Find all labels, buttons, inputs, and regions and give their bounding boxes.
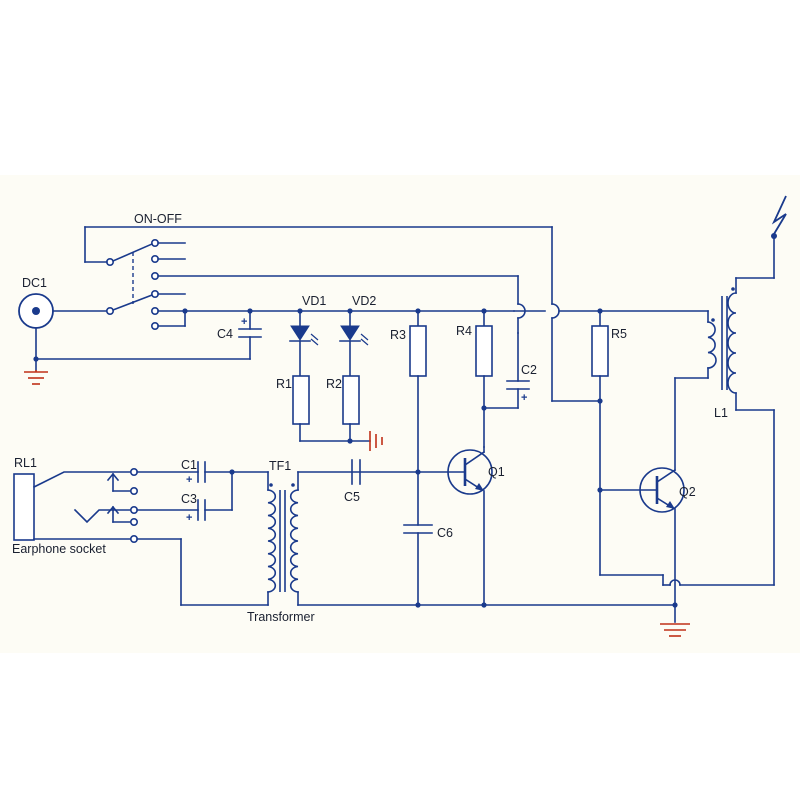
junction-dot: [182, 308, 188, 314]
label-c1: C1: [181, 458, 197, 472]
ground-symbol-led: [369, 431, 383, 451]
label-r2: R2: [326, 377, 342, 391]
svg-text:+: +: [241, 316, 247, 328]
junction-dot: [229, 469, 235, 475]
label-q1: Q1: [488, 465, 505, 479]
label-vd1: VD1: [302, 294, 326, 308]
led-vd1: [289, 310, 319, 377]
junction-dot: [415, 469, 421, 475]
capacitor-c3: +: [136, 471, 233, 524]
resistor-r3: [409, 310, 427, 526]
led-vd2: [339, 310, 369, 377]
label-rl1: RL1: [14, 456, 37, 470]
earphone-socket-rl1: [13, 467, 269, 606]
capacitor-c4: +: [238, 310, 262, 360]
transistor-q2: [599, 367, 709, 606]
on-off-switch: [84, 226, 553, 330]
capacitor-c6: [403, 524, 433, 606]
junction-dot: [597, 398, 603, 404]
svg-text:+: +: [186, 474, 192, 486]
label-r1: R1: [276, 377, 292, 391]
junction-dot: [347, 438, 353, 444]
capacitor-c1: +: [136, 461, 269, 486]
capacitor-c2: +: [483, 332, 530, 409]
label-transformer: Transformer: [247, 610, 315, 624]
label-r4: R4: [456, 324, 472, 338]
label-c3: C3: [181, 492, 197, 506]
resistor-r1: [292, 375, 371, 442]
ground-symbol-main: [660, 604, 690, 637]
transistor-q1: [297, 446, 493, 606]
label-earphone-socket: Earphone socket: [12, 542, 106, 556]
label-c4: C4: [217, 327, 233, 341]
label-q2: Q2: [679, 485, 696, 499]
junction-dot: [481, 602, 487, 608]
label-r3: R3: [390, 328, 406, 342]
capacitor-c5: [351, 459, 361, 485]
inductor-l1: [707, 235, 775, 586]
dc-jack-dc1: [18, 293, 251, 371]
resistor-r2: [342, 375, 360, 442]
bottom-crossover: [662, 574, 775, 586]
label-vd2: VD2: [352, 294, 376, 308]
label-on-off: ON-OFF: [134, 212, 182, 226]
svg-text:+: +: [521, 392, 527, 404]
label-c5: C5: [344, 490, 360, 504]
label-r5: R5: [611, 327, 627, 341]
label-dc1: DC1: [22, 276, 47, 290]
antenna-icon: [771, 195, 787, 239]
top-rail-wiring: [513, 226, 709, 402]
label-c6: C6: [437, 526, 453, 540]
ground-symbol-dc: [24, 370, 48, 385]
resistor-r4: [475, 310, 493, 448]
resistor-r5: [591, 310, 664, 576]
label-tf1: TF1: [269, 459, 291, 473]
label-l1: L1: [714, 406, 728, 420]
label-c2: C2: [521, 363, 537, 377]
transformer-tf1: [267, 471, 676, 606]
svg-text:+: +: [186, 512, 192, 524]
junction-dot: [415, 602, 421, 608]
